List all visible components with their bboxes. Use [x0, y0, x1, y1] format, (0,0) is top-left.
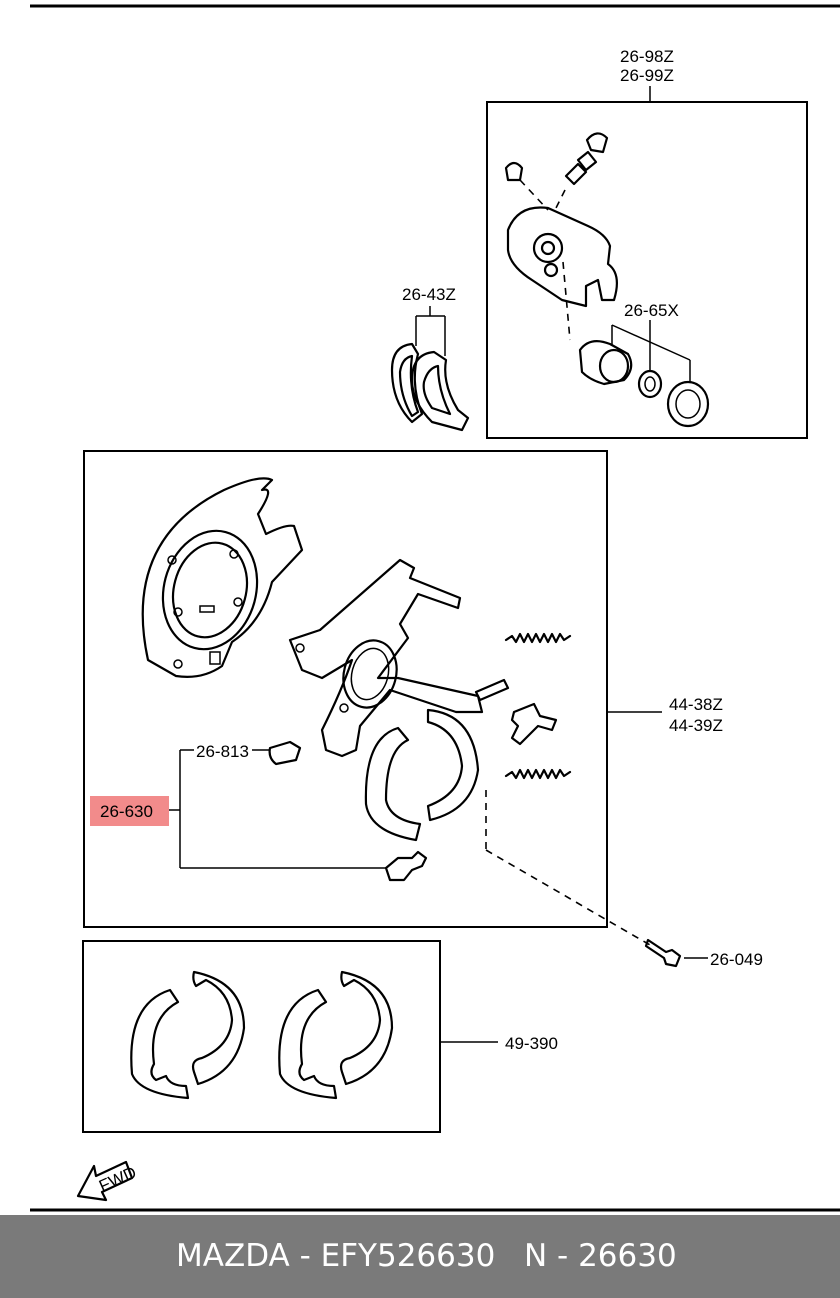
label-bolt[interactable]: 26-049: [710, 950, 763, 969]
label-selected-part[interactable]: 26-630: [100, 802, 153, 821]
label-pads[interactable]: 26-43Z: [402, 285, 456, 304]
label-pin[interactable]: 26-813: [196, 742, 249, 761]
caliper-assembly[interactable]: [486, 86, 808, 439]
mounting-bolt[interactable]: [644, 938, 708, 968]
forward-direction-arrow: FWD: [76, 1160, 139, 1202]
label-backing-b[interactable]: 44-39Z: [669, 716, 723, 735]
label-seal-kit[interactable]: 26-65X: [624, 301, 679, 320]
label-caliper-b[interactable]: 26-99Z: [620, 66, 674, 85]
label-shoes[interactable]: 49-390: [505, 1034, 558, 1053]
backing-plate-assembly[interactable]: [83, 450, 662, 946]
footer-reference: N - 26630: [524, 1238, 677, 1274]
brake-shoe-kit[interactable]: [82, 940, 498, 1133]
label-backing-a[interactable]: 44-38Z: [669, 695, 723, 714]
footer-part-number: MAZDA - EFY526630: [176, 1238, 496, 1274]
footer-bar: MAZDA - EFY526630 N - 26630: [0, 1215, 840, 1298]
fwd-label: FWD: [96, 1163, 139, 1196]
brake-pads[interactable]: [390, 306, 470, 432]
label-caliper-a[interactable]: 26-98Z: [620, 47, 674, 66]
parts-diagram: FWD 26-98Z 26-99Z 26-43Z 26-65X 44-38Z 4…: [30, 4, 840, 1212]
selected-part-highlight: [90, 796, 169, 826]
